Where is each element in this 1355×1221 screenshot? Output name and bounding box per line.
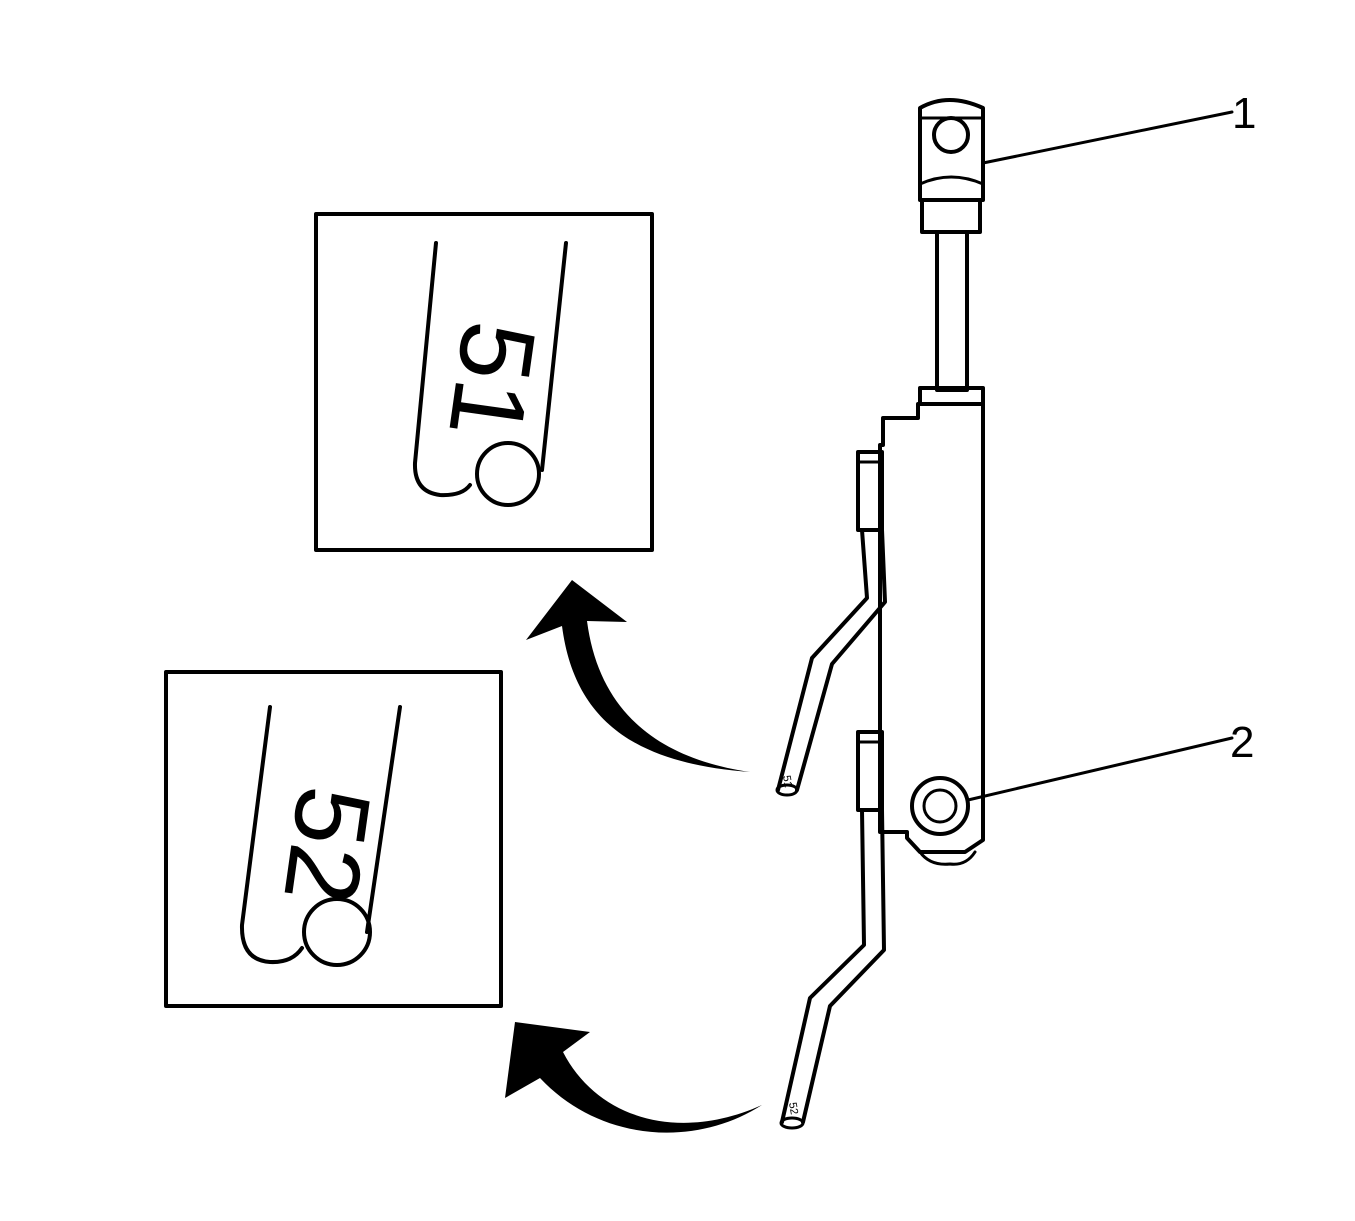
cylinder-assembly (856, 98, 985, 866)
detail-box-upper: 51 (314, 212, 654, 552)
hose-tag-lower: 52 (786, 1101, 800, 1115)
rod-end-clevis (918, 98, 985, 234)
callout-2-label: 2 (1230, 718, 1254, 767)
callout-2-leader (966, 736, 1234, 802)
hose-tag-upper: 51 (780, 774, 794, 788)
hydraulic-line-lower: 52 (779, 808, 886, 1130)
callout-1-label: 1 (1232, 89, 1256, 138)
port-fittings (856, 450, 884, 812)
curved-arrow-upper-icon (526, 580, 750, 772)
curved-arrow-lower-icon (505, 1022, 762, 1133)
cylinder-body (878, 402, 985, 866)
hydraulic-line-upper: 51 (775, 528, 887, 797)
detail-lower-label: 52 (261, 780, 392, 911)
mounting-eye (910, 776, 970, 836)
callout-1-leader (981, 110, 1234, 165)
detail-upper-label: 51 (426, 315, 557, 446)
detail-box-lower: 52 (164, 670, 503, 1008)
piston-rod (935, 230, 969, 392)
